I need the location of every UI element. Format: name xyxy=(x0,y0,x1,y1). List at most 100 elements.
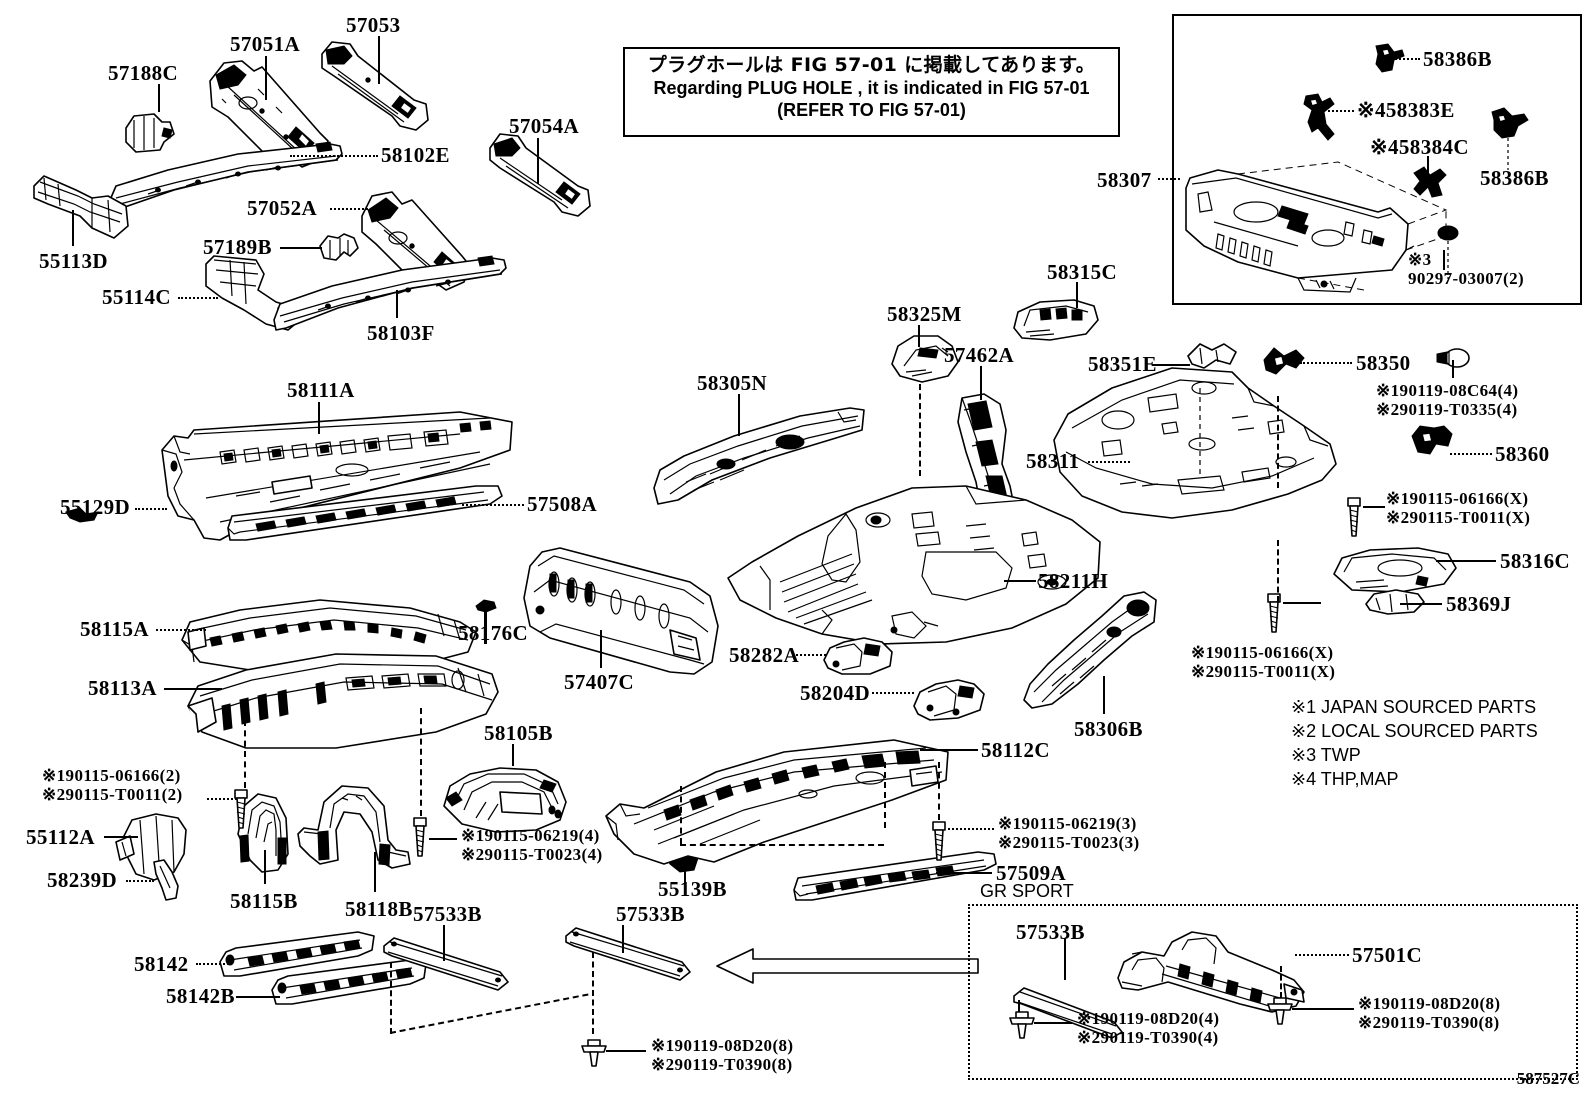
art-screw-90115-06166-x2 xyxy=(1265,592,1283,636)
art-57189b-bracket xyxy=(316,232,362,268)
part-label-57533b_gr[interactable]: 57533B xyxy=(1016,920,1085,944)
note-line-ref: (REFER TO FIG 57-01) xyxy=(777,100,966,121)
part-label-58111a[interactable]: 58111A xyxy=(287,378,355,402)
leader-58384c xyxy=(1427,156,1429,174)
leader-57051a xyxy=(265,56,267,100)
figure-code: 587527C xyxy=(1516,1069,1580,1088)
art-58386b-clip-right xyxy=(1486,106,1532,174)
art-190119-08c64-bolt xyxy=(1435,344,1473,374)
part-label-58142[interactable]: 58142 xyxy=(134,952,189,976)
art-90297-bolt xyxy=(1432,225,1468,285)
part-label-57533b_b[interactable]: 57533B xyxy=(616,902,685,926)
art-58111a-floor-pan xyxy=(160,408,520,548)
leader-57462a xyxy=(980,366,982,400)
fastener-label-f_90115_06219_3[interactable]: ※190115-06219(3)※290115-T0023(3) xyxy=(998,814,1140,852)
part-label-57051a[interactable]: 57051A xyxy=(230,32,301,56)
part-label-58386b_top[interactable]: 58386B xyxy=(1423,47,1492,71)
part-label-58307[interactable]: 58307 xyxy=(1097,168,1152,192)
part-label-58311[interactable]: 58311 xyxy=(1026,449,1080,473)
art-58350-clip xyxy=(1262,346,1306,380)
fastener-line-2: ※290119-T0390(8) xyxy=(1358,1013,1500,1033)
part-label-57407c[interactable]: 57407C xyxy=(564,670,635,694)
part-label-58115a[interactable]: 58115A xyxy=(80,617,149,641)
leader-58111a xyxy=(318,402,320,434)
fastener-line-2: ※290119-T0335(4) xyxy=(1376,400,1518,420)
art-58113a-floor-panel xyxy=(186,640,506,770)
leader-f-190119-08c64 xyxy=(1452,360,1454,378)
leader-57501c xyxy=(1295,954,1349,956)
art-58142-crossmember xyxy=(218,930,378,984)
gr-sport-label: GR SPORT xyxy=(980,881,1074,901)
leader-58307 xyxy=(1158,178,1180,180)
part-label-58103f[interactable]: 58103F xyxy=(367,321,435,345)
part-label-57533b_a[interactable]: 57533B xyxy=(413,902,482,926)
part-label-58105b[interactable]: 58105B xyxy=(484,721,553,745)
part-label-57501c[interactable]: 57501C xyxy=(1352,943,1423,967)
fastener-label-f_90119_08d20_4[interactable]: ※190119-08D20(4)※290119-T0390(4) xyxy=(1077,1009,1219,1047)
part-label-55114c[interactable]: 55114C xyxy=(102,285,171,309)
part-label-57053[interactable]: 57053 xyxy=(346,13,401,37)
plug-hole-note-box: プラグホールは FIG 57-01 に掲載してあります。 Regarding P… xyxy=(623,47,1120,137)
leader-58351e xyxy=(1152,364,1190,366)
leader-57508a xyxy=(462,504,524,506)
art-57407c-crossmember xyxy=(520,540,730,680)
fastener-label-f_90119_08d20_8b[interactable]: ※190119-08D20(8)※290119-T0390(8) xyxy=(1358,994,1500,1032)
part-label-58316c[interactable]: 58316C xyxy=(1500,549,1571,573)
art-58115b-bracket xyxy=(232,790,302,880)
part-label-58102e[interactable]: 58102E xyxy=(381,143,450,167)
fastener-line-2: ※290115-T0023(4) xyxy=(461,845,603,865)
part-label-58239d[interactable]: 58239D xyxy=(47,868,118,892)
part-label-57462a[interactable]: 57462A xyxy=(944,343,1015,367)
part-label-55139b[interactable]: 55139B xyxy=(658,877,727,901)
part-label-57509a[interactable]: 57509A xyxy=(996,861,1067,885)
fastener-label-f_90115_06166_2[interactable]: ※190115-06166(2)※290115-T0011(2) xyxy=(42,766,183,804)
part-label-58113a[interactable]: 58113A xyxy=(88,676,157,700)
part-label-58176c[interactable]: 58176C xyxy=(458,621,529,645)
part-label-57188c[interactable]: 57188C xyxy=(108,61,179,85)
part-label-57054a[interactable]: 57054A xyxy=(509,114,580,138)
part-label-58112c[interactable]: 58112C xyxy=(981,738,1050,762)
part-label-58142b[interactable]: 58142B xyxy=(166,984,235,1008)
fastener-label-f_90115_06166_x2[interactable]: ※190115-06166(X)※290115-T0011(X) xyxy=(1191,643,1335,681)
fastener-label-f_90119_08d20_8[interactable]: ※190119-08D20(8)※290119-T0390(8) xyxy=(651,1036,793,1074)
part-label-58384c[interactable]: ※458384C xyxy=(1370,135,1469,159)
part-label-58315c[interactable]: 58315C xyxy=(1047,260,1118,284)
part-label-58360[interactable]: 58360 xyxy=(1495,442,1550,466)
part-label-57052a[interactable]: 57052A xyxy=(247,196,318,220)
part-label-58305n[interactable]: 58305N xyxy=(697,371,768,395)
part-label-58282a[interactable]: 58282A xyxy=(729,643,800,667)
assembly-dash-58112c-2 xyxy=(884,762,886,828)
part-label-58118b[interactable]: 58118B xyxy=(345,897,413,921)
leader-58142 xyxy=(196,963,232,965)
part-label-58350[interactable]: 58350 xyxy=(1356,351,1411,375)
leader-58211h xyxy=(1004,580,1036,582)
part-label-58351e[interactable]: 58351E xyxy=(1088,352,1157,376)
part-label-58204d[interactable]: 58204D xyxy=(800,681,871,705)
fastener-line-1: ※3 xyxy=(1408,250,1432,269)
fastener-label-f_90115_06219_4[interactable]: ※190115-06219(4)※290115-T0023(4) xyxy=(461,826,603,864)
part-label-57189b[interactable]: 57189B xyxy=(203,235,272,259)
part-label-58325m[interactable]: 58325M xyxy=(887,302,962,326)
fastener-label-f_90115_06166_x[interactable]: ※190115-06166(X)※290115-T0011(X) xyxy=(1386,489,1530,527)
fastener-line-1: ※190115-06166(X) xyxy=(1386,489,1529,508)
part-label-58369j[interactable]: 58369J xyxy=(1446,592,1512,616)
part-label-58115b[interactable]: 58115B xyxy=(230,889,298,913)
part-label-58306b[interactable]: 58306B xyxy=(1074,717,1143,741)
part-label-55112a[interactable]: 55112A xyxy=(26,825,95,849)
part-label-55129d[interactable]: 55129D xyxy=(60,495,131,519)
part-label-55113d[interactable]: 55113D xyxy=(39,249,108,273)
part-label-57508a[interactable]: 57508A xyxy=(527,492,598,516)
assembly-dash-57533b-a xyxy=(390,962,392,1034)
art-58239d-clip xyxy=(150,858,184,904)
leader-57054a xyxy=(537,138,539,184)
fastener-label-f_190119_08c64[interactable]: ※190119-08C64(4)※290119-T0335(4) xyxy=(1376,381,1518,419)
part-label-58383e[interactable]: ※458383E xyxy=(1357,98,1455,122)
leader-58350 xyxy=(1300,362,1352,364)
leader-58360 xyxy=(1450,453,1492,455)
leader-58105b xyxy=(512,744,514,766)
part-label-58386b_right[interactable]: 58386B xyxy=(1480,166,1549,190)
fastener-line-2: ※290119-T0390(8) xyxy=(651,1055,793,1075)
part-label-58211h[interactable]: 58211H xyxy=(1038,569,1109,593)
art-58307-rear-panel xyxy=(1178,150,1448,293)
